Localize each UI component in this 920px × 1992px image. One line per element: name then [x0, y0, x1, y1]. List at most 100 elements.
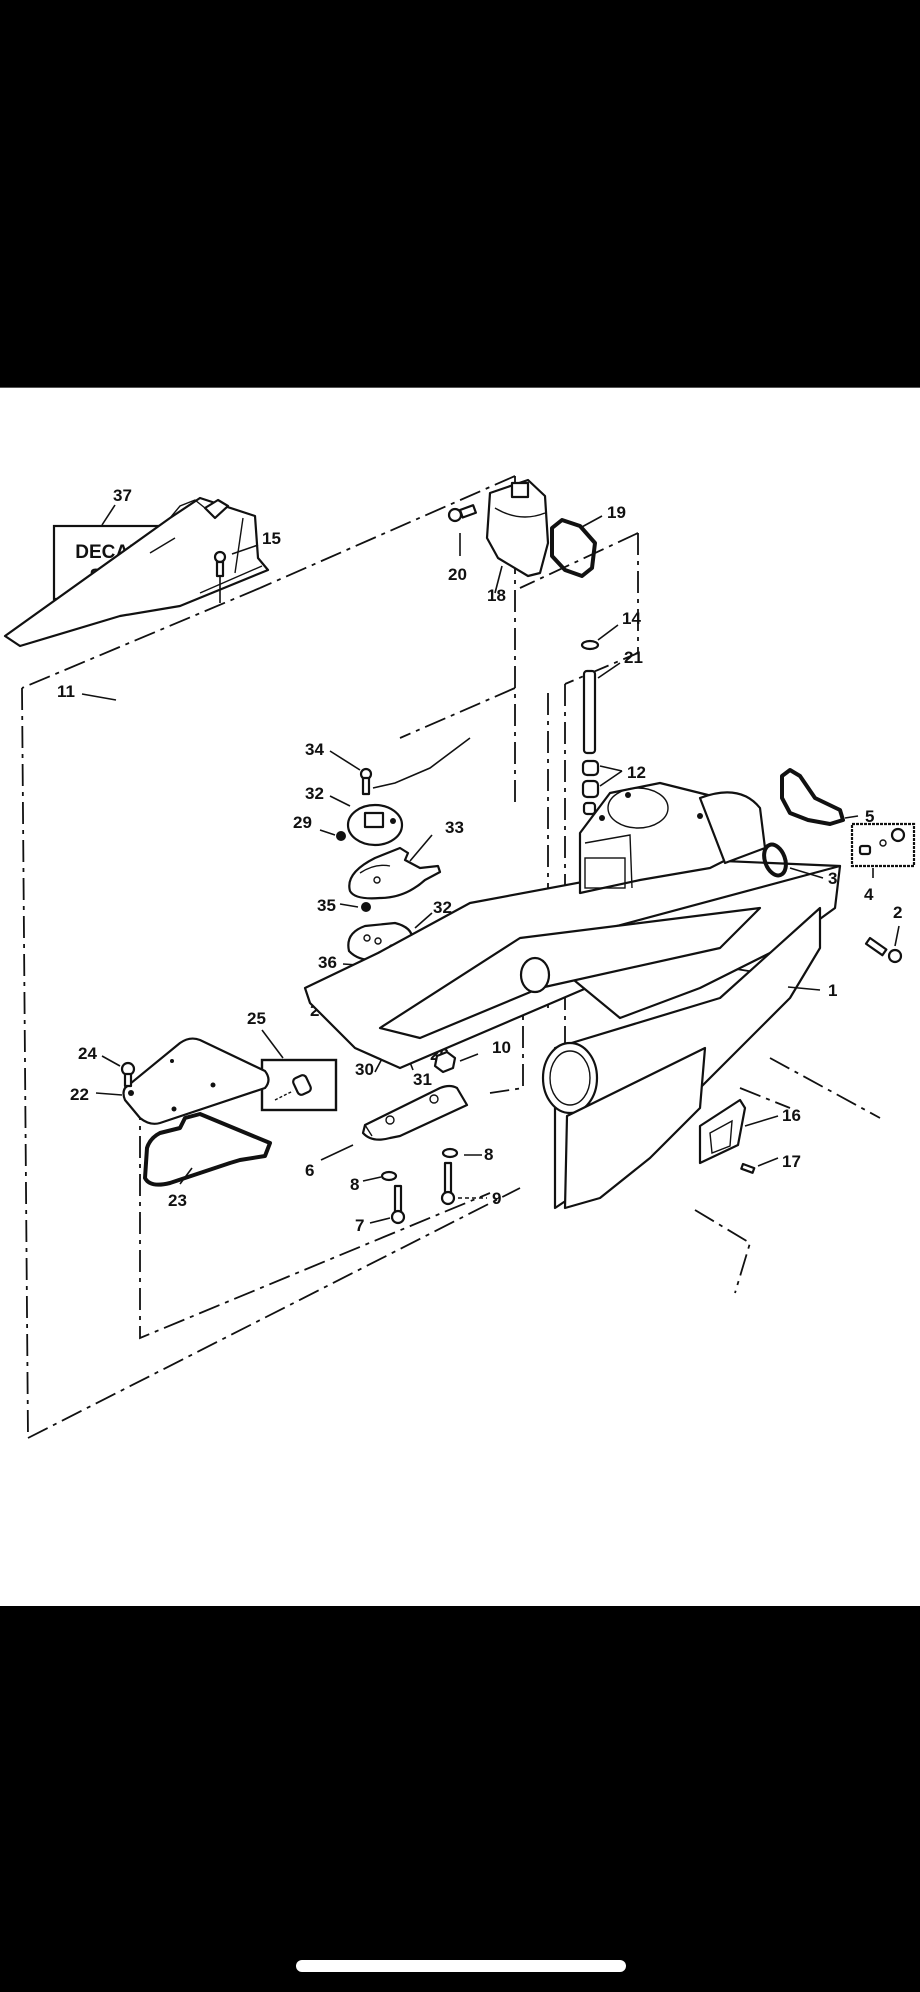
part-11-top-cover[interactable] — [3, 496, 270, 648]
callout-35[interactable]: 35 — [317, 896, 336, 915]
part-19-gasket[interactable] — [550, 518, 597, 578]
leader-line — [597, 624, 619, 641]
leader-line — [494, 565, 503, 594]
dash-line — [694, 1209, 752, 1294]
leader-line — [329, 750, 361, 771]
callout-25[interactable]: 25 — [247, 1009, 266, 1028]
part-35-nut[interactable] — [361, 902, 371, 912]
assembly-dash-lines — [21, 475, 881, 1439]
leader-line — [414, 912, 433, 929]
part-29-upper-screw[interactable] — [336, 831, 346, 841]
part-8-washer-right[interactable] — [441, 1147, 459, 1159]
part-3-o-ring[interactable] — [760, 842, 790, 879]
callout-10[interactable]: 10 — [492, 1038, 511, 1057]
part-12-bearings[interactable] — [581, 759, 600, 799]
part-16-plate[interactable] — [698, 1098, 747, 1165]
leader-line — [261, 1029, 284, 1059]
leader-line — [409, 834, 433, 862]
leader-line — [789, 867, 824, 879]
dash-line — [139, 1098, 491, 1340]
callout-8-left[interactable]: 8 — [350, 1175, 359, 1194]
callout-29-upper[interactable]: 29 — [293, 813, 312, 832]
leader-line — [319, 829, 336, 836]
callout-4[interactable]: 4 — [864, 885, 874, 904]
callout-34[interactable]: 34 — [305, 740, 324, 759]
callout-11[interactable]: 11 — [57, 682, 75, 701]
part-8-washer-left[interactable] — [380, 1170, 398, 1182]
part-32-upper-plate[interactable] — [346, 803, 404, 847]
callout-1[interactable]: 1 — [828, 981, 837, 1000]
part-6-anode[interactable] — [361, 1084, 469, 1141]
callout-6[interactable]: 6 — [305, 1161, 314, 1180]
part-13-nut[interactable] — [582, 801, 597, 816]
part-7-bolt[interactable] — [390, 1184, 406, 1225]
callout-37[interactable]: 37 — [113, 486, 132, 505]
part-17-screw[interactable] — [740, 1162, 756, 1174]
callout-14[interactable]: 14 — [622, 609, 641, 628]
leader-line — [372, 737, 471, 789]
part-24-screw[interactable] — [120, 1061, 136, 1088]
callout-9[interactable]: 9 — [492, 1189, 501, 1208]
callout-18[interactable]: 18 — [487, 586, 506, 605]
callout-17[interactable]: 17 — [782, 1152, 801, 1171]
callout-36[interactable]: 36 — [318, 953, 337, 972]
leader-line — [179, 1167, 193, 1185]
part-9-bolt[interactable] — [440, 1161, 456, 1206]
callout-21[interactable]: 21 — [624, 648, 643, 667]
leader-line — [81, 693, 117, 701]
callout-7[interactable]: 7 — [355, 1216, 364, 1235]
part-22-cover-plate[interactable] — [122, 1037, 270, 1125]
part-4-kit-box[interactable] — [850, 822, 916, 868]
callout-33[interactable]: 33 — [445, 818, 464, 837]
callout-32-upper[interactable]: 32 — [305, 784, 324, 803]
part-25-kit-box[interactable] — [260, 1058, 338, 1112]
callout-31[interactable]: 31 — [413, 1070, 432, 1089]
callout-8-right[interactable]: 8 — [484, 1145, 493, 1164]
part-1-gear-housing[interactable] — [303, 781, 842, 1210]
leader-line — [844, 815, 859, 819]
part-2-bolt[interactable] — [864, 936, 903, 964]
callout-24[interactable]: 24 — [78, 1044, 97, 1063]
leader-line — [579, 515, 603, 529]
dash-line — [489, 988, 524, 1094]
callout-2[interactable]: 2 — [893, 903, 902, 922]
callout-22[interactable]: 22 — [70, 1085, 89, 1104]
callout-23[interactable]: 23 — [168, 1191, 187, 1210]
leader-line — [95, 1092, 123, 1096]
leader-line — [101, 504, 116, 526]
part-33-shift-plate[interactable] — [348, 846, 442, 900]
part-21-shaft[interactable] — [582, 669, 597, 755]
leader-line — [787, 986, 821, 991]
callout-16[interactable]: 16 — [782, 1106, 801, 1125]
home-indicator[interactable] — [296, 1960, 626, 1972]
dash-line — [259, 475, 516, 589]
leader-line — [757, 1157, 779, 1167]
callout-3[interactable]: 3 — [828, 869, 837, 888]
part-20-bolt[interactable] — [447, 504, 477, 523]
part-15-screw[interactable] — [213, 550, 227, 603]
part-14-o-ring[interactable] — [580, 639, 600, 651]
part-34-screw[interactable] — [359, 767, 373, 796]
callout-15[interactable]: 15 — [262, 529, 281, 548]
callout-30[interactable]: 30 — [355, 1060, 374, 1079]
diagram-image[interactable]: DECAL SET 37 11 15 — [0, 387, 920, 1606]
leader-line — [599, 765, 623, 787]
callout-12[interactable]: 12 — [627, 763, 646, 782]
part-10-nut[interactable] — [433, 1050, 457, 1074]
callout-19[interactable]: 19 — [607, 503, 626, 522]
part-5-gasket[interactable] — [780, 768, 845, 826]
leader-line — [362, 1176, 382, 1182]
callout-32-lower[interactable]: 32 — [433, 898, 452, 917]
leader-line — [597, 662, 621, 679]
callout-20[interactable]: 20 — [448, 565, 467, 584]
leader-line — [744, 1115, 779, 1127]
leader-line — [339, 903, 359, 908]
dash-line — [519, 532, 639, 589]
leader-line — [231, 544, 259, 555]
part-18-cover[interactable] — [485, 478, 550, 578]
callout-5[interactable]: 5 — [865, 807, 874, 826]
part-23-gasket[interactable] — [143, 1112, 272, 1187]
dash-line — [21, 687, 29, 1439]
leader-line — [369, 1217, 391, 1224]
